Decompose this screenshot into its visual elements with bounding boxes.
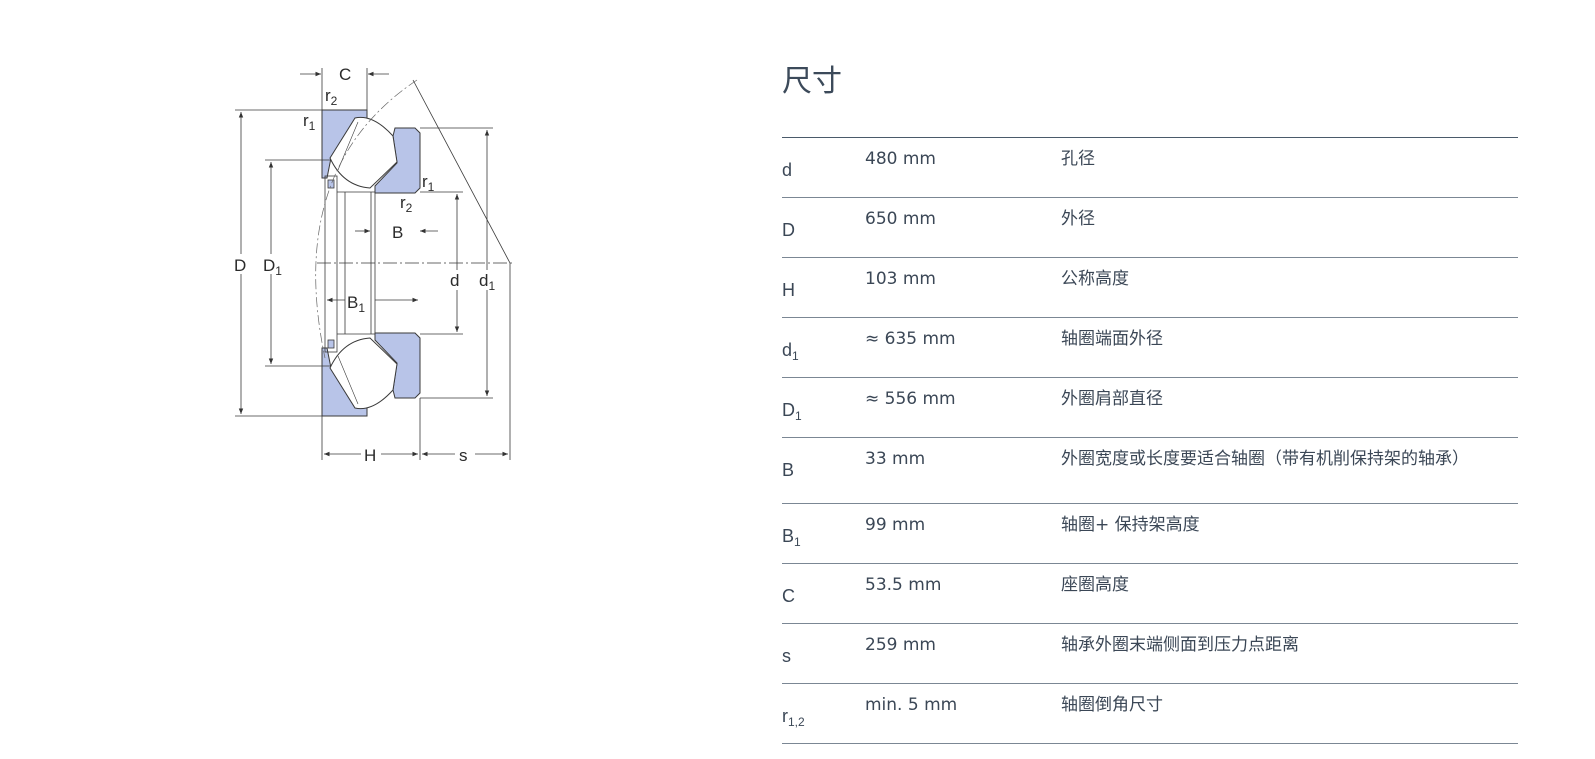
dim-D1	[265, 159, 331, 367]
roller-top	[329, 116, 398, 189]
dim-H-s	[321, 263, 511, 460]
dimension-value: 99 mm	[865, 503, 1061, 564]
table-row: d1 ≈ 635 mm 轴圈端面外径	[782, 317, 1518, 378]
table-row: d 480 mm 孔径	[782, 137, 1518, 198]
label-B: B	[392, 223, 403, 242]
bearing-dimension-drawing: D D1 d d1	[225, 58, 525, 468]
table-row: s 259 mm 轴承外圈末端侧面到压力点距离	[782, 623, 1518, 684]
dimension-symbol: d	[782, 137, 865, 198]
dimension-symbol: r1,2	[782, 683, 865, 744]
dimension-description: 外圈宽度或长度要适合轴圈（带有机削保持架的轴承）	[1061, 437, 1518, 504]
label-r1-right: r1	[422, 172, 435, 194]
dimension-description: 孔径	[1061, 137, 1518, 198]
label-d1: d1	[479, 271, 495, 293]
roller-bottom	[329, 337, 398, 410]
label-D: D	[234, 256, 246, 275]
label-r2-top: r2	[325, 86, 338, 108]
label-C: C	[339, 65, 351, 84]
dimension-value: 650 mm	[865, 197, 1061, 258]
table-row: B 33 mm 外圈宽度或长度要适合轴圈（带有机削保持架的轴承）	[782, 437, 1518, 504]
label-d: d	[450, 271, 459, 290]
dim-d1	[420, 127, 493, 399]
dimension-value: ≈ 635 mm	[865, 317, 1061, 378]
label-H: H	[364, 446, 376, 465]
dimension-symbol: H	[782, 257, 865, 318]
dimensions-section: 尺寸	[782, 60, 1518, 104]
dimension-value: 53.5 mm	[865, 563, 1061, 624]
label-B1: B1	[347, 293, 365, 315]
dimension-value: 480 mm	[865, 137, 1061, 198]
dimension-value: ≈ 556 mm	[865, 377, 1061, 438]
label-s: s	[459, 446, 468, 465]
dimension-description: 外圈肩部直径	[1061, 377, 1518, 438]
dimension-symbol: d1	[782, 317, 865, 378]
dimension-symbol: C	[782, 563, 865, 624]
dimension-value: 33 mm	[865, 437, 1061, 504]
dimension-description: 座圈高度	[1061, 563, 1518, 624]
dimension-value: min. 5 mm	[865, 683, 1061, 744]
dimension-description: 轴圈+ 保持架高度	[1061, 503, 1518, 564]
dimension-value: 103 mm	[865, 257, 1061, 318]
dim-C	[300, 68, 389, 110]
section-title: 尺寸	[782, 64, 842, 99]
table-row: H 103 mm 公称高度	[782, 257, 1518, 318]
dimension-symbol: B	[782, 437, 865, 504]
dimension-symbol: s	[782, 623, 865, 684]
table-row: D 650 mm 外径	[782, 197, 1518, 258]
dimension-description: 轴承外圈末端侧面到压力点距离	[1061, 623, 1518, 684]
dimension-description: 外径	[1061, 197, 1518, 258]
cage	[324, 175, 376, 353]
dimension-symbol: D	[782, 197, 865, 258]
dimension-description: 公称高度	[1061, 257, 1518, 318]
table-row: C 53.5 mm 座圈高度	[782, 563, 1518, 624]
dimension-symbol: D1	[782, 377, 865, 438]
dimension-description: 轴圈倒角尺寸	[1061, 683, 1518, 744]
dimension-symbol: B1	[782, 503, 865, 564]
pressure-arc	[315, 79, 418, 359]
label-D1: D1	[263, 256, 282, 278]
label-r1-top: r1	[303, 111, 316, 133]
table-row: r1,2 min. 5 mm 轴圈倒角尺寸	[782, 683, 1518, 744]
dim-D	[235, 109, 322, 417]
table-row: D1 ≈ 556 mm 外圈肩部直径	[782, 377, 1518, 438]
label-r2-right: r2	[400, 193, 413, 215]
dimension-description: 轴圈端面外径	[1061, 317, 1518, 378]
dim-d	[420, 191, 463, 335]
dimensions-table: d 480 mm 孔径 D 650 mm 外径 H 103 mm 公称高度 d1…	[782, 137, 1518, 744]
table-row: B1 99 mm 轴圈+ 保持架高度	[782, 503, 1518, 564]
dimension-value: 259 mm	[865, 623, 1061, 684]
